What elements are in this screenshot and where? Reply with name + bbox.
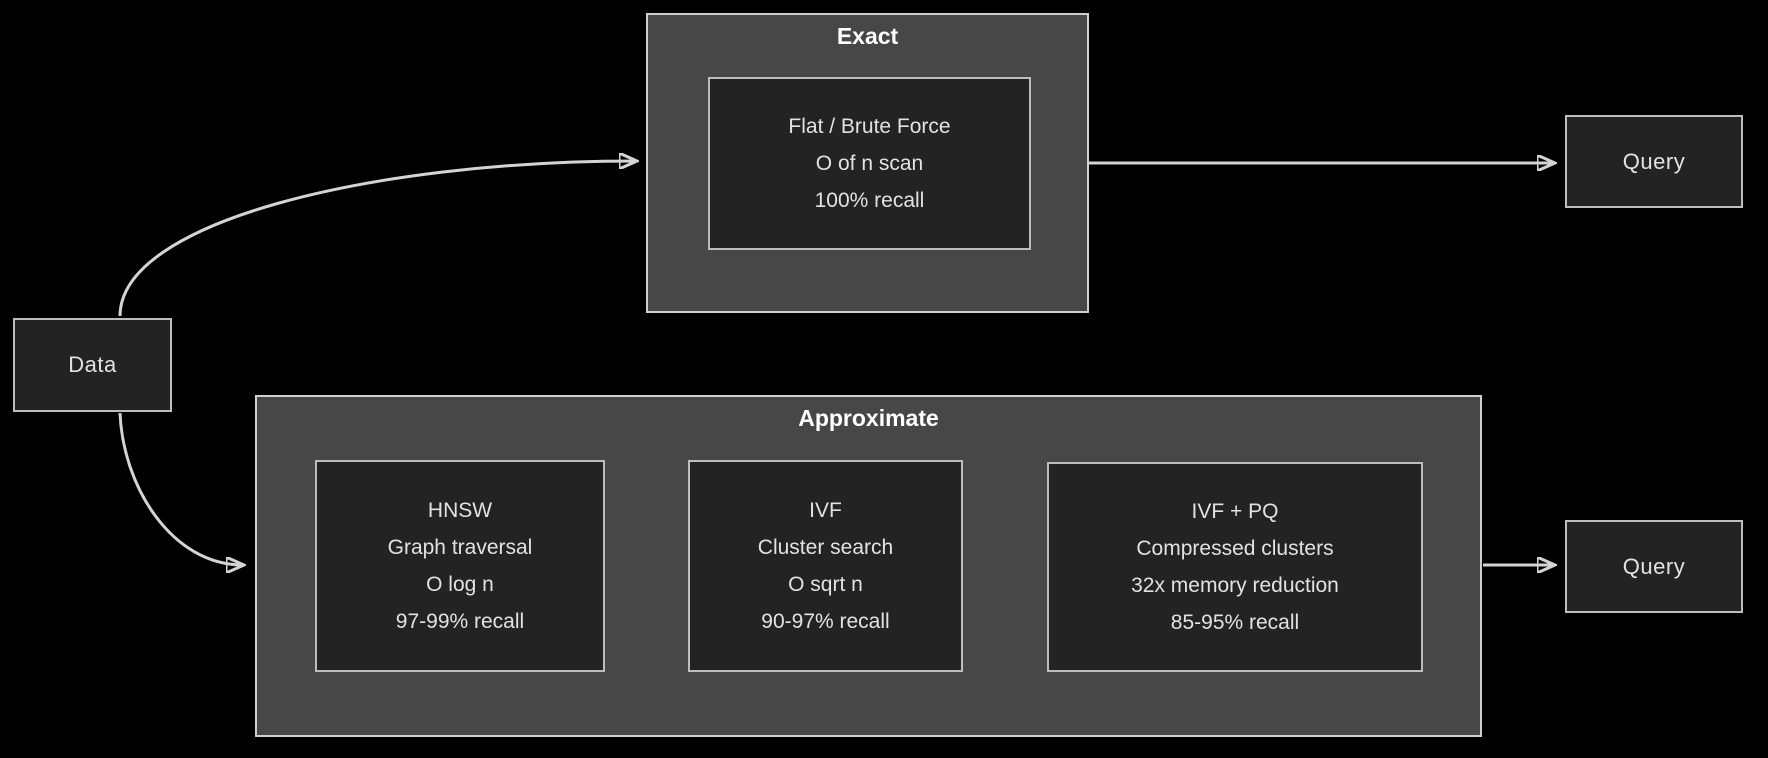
- ivf-pq-node-line-4: 85-95% recall: [1170, 611, 1300, 634]
- hnsw-node-line-1: HNSW: [427, 499, 493, 522]
- query-node-top-label: Query: [1622, 148, 1686, 174]
- ivf-pq-node-line-2: Compressed clusters: [1136, 537, 1334, 560]
- exact-group[interactable]: Exact Flat / Brute Force O of n scan 100…: [646, 13, 1089, 313]
- flat-brute-force-node[interactable]: Flat / Brute Force O of n scan 100% reca…: [708, 77, 1031, 250]
- hnsw-node-line-3: O log n: [426, 573, 494, 596]
- data-node[interactable]: Data: [13, 318, 172, 412]
- ivf-node-line-4: 90-97% recall: [761, 610, 890, 633]
- hnsw-node-line-4: 97-99% recall: [395, 610, 525, 633]
- ivf-node-line-1: IVF: [809, 499, 842, 522]
- flat-node-line-1: Flat / Brute Force: [788, 115, 951, 138]
- hnsw-node-line-2: Graph traversal: [387, 536, 533, 559]
- approximate-group[interactable]: Approximate HNSW Graph traversal O log n…: [255, 395, 1482, 737]
- ivf-node-line-3: O sqrt n: [788, 573, 863, 596]
- exact-group-title: Exact: [836, 23, 899, 49]
- ivf-pq-node-line-1: IVF + PQ: [1191, 500, 1279, 523]
- query-node-top[interactable]: Query: [1565, 115, 1743, 208]
- query-node-bottom[interactable]: Query: [1565, 520, 1743, 613]
- edge-data-to-exact: [118, 161, 636, 317]
- flat-node-line-3: 100% recall: [814, 189, 925, 212]
- ivf-pq-node-line-3: 32x memory reduction: [1131, 574, 1339, 597]
- ivf-node-line-2: Cluster search: [757, 536, 894, 559]
- flat-node-line-2: O of n scan: [815, 152, 924, 175]
- approximate-group-title: Approximate: [798, 405, 939, 431]
- hnsw-node[interactable]: HNSW Graph traversal O log n 97-99% reca…: [315, 460, 605, 672]
- query-node-bottom-label: Query: [1622, 553, 1686, 579]
- edge-data-to-approximate: [118, 412, 243, 565]
- ivf-node[interactable]: IVF Cluster search O sqrt n 90-97% recal…: [688, 460, 963, 672]
- data-node-label: Data: [68, 352, 117, 377]
- ivf-pq-node[interactable]: IVF + PQ Compressed clusters 32x memory …: [1047, 462, 1423, 672]
